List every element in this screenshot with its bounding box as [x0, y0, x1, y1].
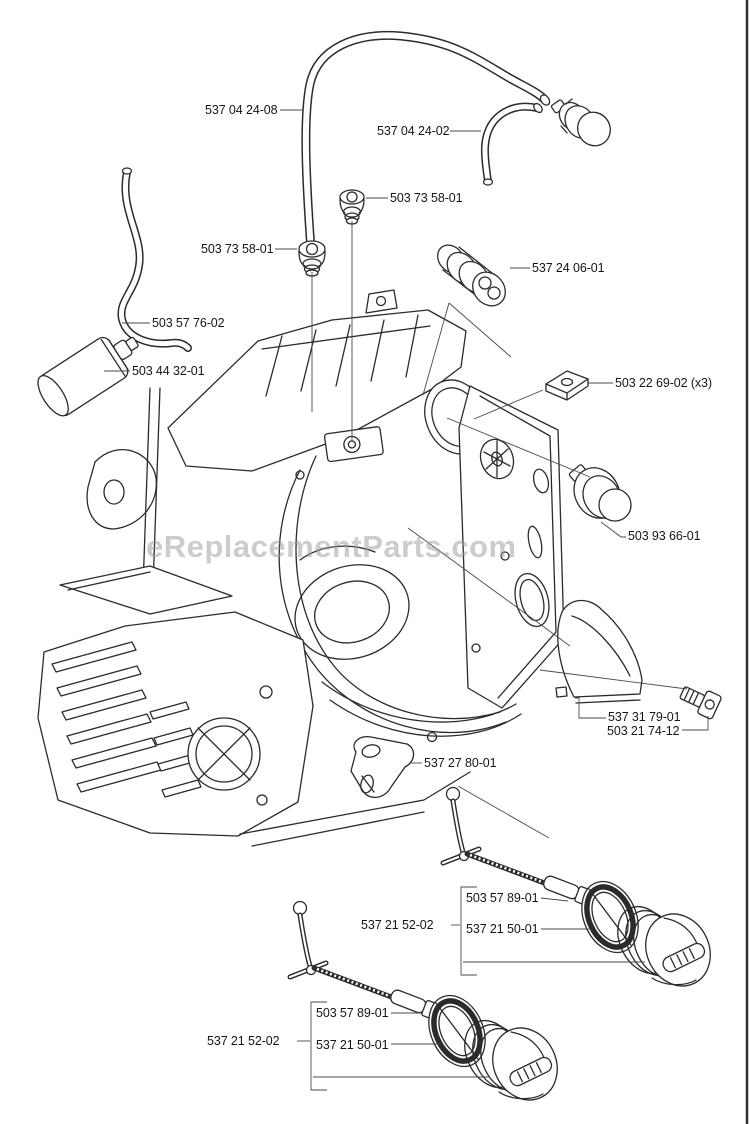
bracket-drawing [350, 736, 415, 798]
watermark-text: eReplacementParts.com [146, 529, 517, 564]
nut-plate-drawing [545, 370, 589, 401]
fuel-filter-drawing [37, 336, 139, 417]
part-label-primer-bulb: 503 93 66-01 [628, 529, 701, 543]
leader-lines [104, 109, 709, 1091]
primer-bulb-drawing [568, 464, 632, 522]
crankcase-assembly-drawing [37, 289, 565, 847]
part-label-cap-right: 537 21 50-01 [466, 922, 539, 936]
part-label-fuel-filter: 503 44 32-01 [132, 364, 205, 378]
screw-drawing [679, 686, 722, 720]
part-label-cap-group-right: 537 21 52-02 [361, 918, 434, 932]
grommet-drawing-a [339, 189, 365, 225]
part-label-deflector: 537 31 79-01 [608, 710, 681, 724]
fuel-hose-long-drawing [301, 30, 551, 257]
part-label-grommet-right: 503 73 58-01 [390, 191, 463, 205]
top-filter-drawing [550, 98, 611, 147]
part-label-cap-left: 537 21 50-01 [316, 1038, 389, 1052]
part-label-nut-plate: 503 22 69-02 (x3) [615, 376, 712, 390]
part-label-screw: 503 21 74-12 [607, 724, 680, 738]
part-label-fuel-hose: 503 57 76-02 [152, 316, 225, 330]
part-label-bracket: 537 27 80-01 [424, 756, 497, 770]
part-label-cap-retainer-left: 503 57 89-01 [316, 1006, 389, 1020]
fuel-hose-j-drawing [480, 102, 543, 186]
part-label-hose-j: 537 04 24-02 [377, 124, 450, 138]
part-label-cap-group-left: 537 21 52-02 [207, 1034, 280, 1048]
deflector-drawing [555, 599, 643, 704]
part-label-grommet-left: 503 73 58-01 [201, 242, 274, 256]
grommet-drawing-b [298, 240, 326, 277]
fuel-line-connector-drawing [437, 244, 506, 307]
part-label-cap-retainer-right: 503 57 89-01 [466, 891, 539, 905]
part-label-connector: 537 24 06-01 [532, 261, 605, 275]
part-label-hose-long: 537 04 24-08 [205, 103, 278, 117]
fuel-cap-assembly-drawing [440, 786, 711, 987]
tank-vent-hose-drawing [117, 167, 192, 352]
